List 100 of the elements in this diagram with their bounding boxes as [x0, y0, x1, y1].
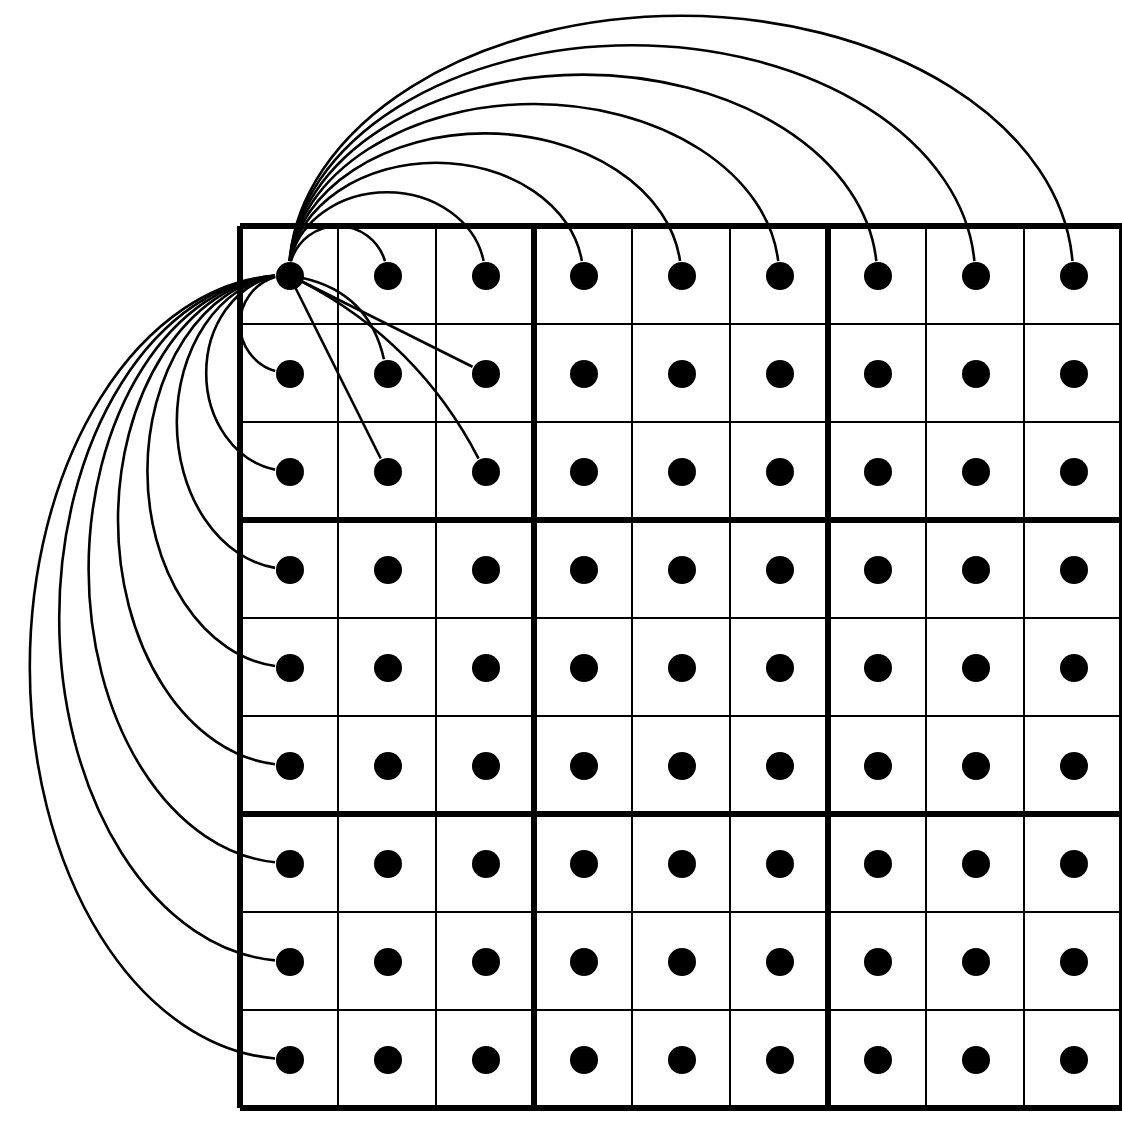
dot — [1059, 1045, 1087, 1073]
dot — [471, 555, 499, 583]
arc-connector — [146, 274, 276, 668]
dot — [373, 947, 401, 975]
dot — [961, 555, 989, 583]
dot — [667, 1045, 695, 1073]
arc-connector — [289, 224, 387, 262]
dot — [569, 849, 597, 877]
dot — [667, 653, 695, 681]
dot — [275, 261, 303, 289]
arc-connector — [58, 274, 276, 962]
dot — [765, 947, 793, 975]
dot — [961, 751, 989, 779]
dot — [667, 751, 695, 779]
dot — [275, 849, 303, 877]
dot — [863, 849, 891, 877]
dot — [765, 359, 793, 387]
dot — [765, 849, 793, 877]
dot — [569, 751, 597, 779]
dot — [471, 653, 499, 681]
dot — [471, 1045, 499, 1073]
dot — [1059, 261, 1087, 289]
dot — [569, 653, 597, 681]
dot — [373, 849, 401, 877]
dot — [961, 1045, 989, 1073]
arc-connector — [238, 275, 276, 373]
dot — [1059, 555, 1087, 583]
dot — [373, 261, 401, 289]
dot — [569, 261, 597, 289]
dot — [373, 359, 401, 387]
dot — [1059, 947, 1087, 975]
arc-connector — [87, 274, 276, 864]
dot — [863, 359, 891, 387]
dot — [373, 555, 401, 583]
dot — [471, 457, 499, 485]
dot — [569, 457, 597, 485]
dot — [275, 653, 303, 681]
dot — [863, 555, 891, 583]
dot — [667, 359, 695, 387]
arc-connector — [288, 161, 584, 262]
dot — [373, 1045, 401, 1073]
dot — [961, 653, 989, 681]
dot — [471, 261, 499, 289]
dot — [863, 1045, 891, 1073]
dot — [765, 751, 793, 779]
dot — [569, 555, 597, 583]
dot — [1059, 457, 1087, 485]
dot — [863, 653, 891, 681]
connector-line — [300, 280, 474, 368]
dot — [373, 457, 401, 485]
dot — [373, 751, 401, 779]
dot — [1059, 849, 1087, 877]
dot — [863, 947, 891, 975]
arc-connector — [288, 73, 878, 262]
dot — [765, 653, 793, 681]
arc-connector — [289, 190, 485, 262]
dot — [863, 751, 891, 779]
arc-connector — [28, 274, 276, 1060]
dot — [961, 947, 989, 975]
dot — [667, 849, 695, 877]
dot — [1059, 653, 1087, 681]
dot — [471, 947, 499, 975]
dot — [275, 1045, 303, 1073]
connector-line — [300, 280, 480, 460]
arc-connector — [175, 274, 276, 570]
dot — [275, 751, 303, 779]
dot — [765, 457, 793, 485]
dot — [569, 947, 597, 975]
dot — [275, 947, 303, 975]
dot — [1059, 751, 1087, 779]
dot — [961, 359, 989, 387]
dot — [765, 1045, 793, 1073]
dot — [961, 261, 989, 289]
dot — [961, 457, 989, 485]
connector-line — [302, 276, 386, 360]
dot — [1059, 359, 1087, 387]
dot — [471, 849, 499, 877]
dot — [275, 457, 303, 485]
arc-connector — [288, 44, 976, 262]
dot — [863, 261, 891, 289]
dot — [667, 457, 695, 485]
dot — [569, 1045, 597, 1073]
dot — [765, 261, 793, 289]
dot — [275, 555, 303, 583]
arc-connector — [288, 132, 682, 262]
dot — [667, 947, 695, 975]
dot — [667, 555, 695, 583]
dot — [373, 653, 401, 681]
dot — [569, 359, 597, 387]
arc-connector — [117, 274, 276, 766]
connector-line — [294, 286, 382, 460]
dot — [765, 555, 793, 583]
dot — [667, 261, 695, 289]
dot — [471, 751, 499, 779]
dot — [275, 359, 303, 387]
dot — [863, 457, 891, 485]
arc-connector — [288, 103, 780, 262]
arc-connector — [204, 275, 276, 471]
dot — [471, 359, 499, 387]
arc-connector — [288, 14, 1074, 262]
